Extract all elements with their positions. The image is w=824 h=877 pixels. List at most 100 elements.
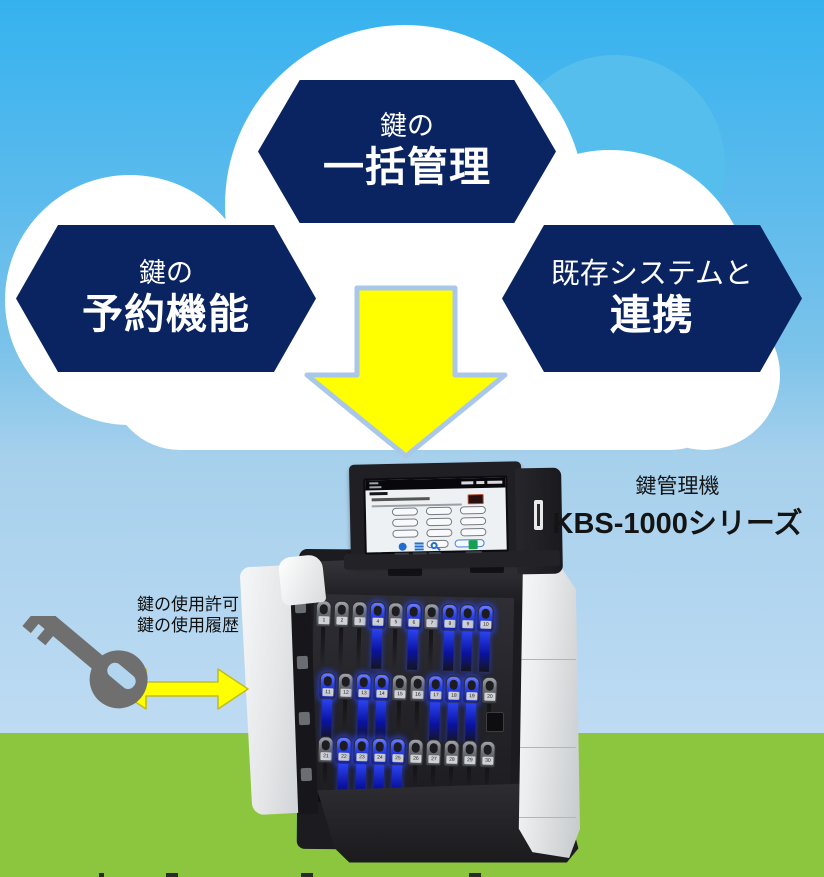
key-fob: 20 bbox=[481, 676, 498, 704]
key-slot-track bbox=[320, 627, 326, 668]
key-slot-track bbox=[479, 631, 491, 672]
key-slot-track bbox=[392, 629, 398, 670]
panel-lock bbox=[486, 712, 504, 732]
key-slot-track bbox=[465, 703, 477, 744]
key-slot: 9 bbox=[458, 604, 478, 674]
key-fob: 13 bbox=[355, 673, 372, 701]
key-slot-track bbox=[356, 628, 362, 669]
device-label-small: 鍵管理機 bbox=[635, 475, 720, 498]
key-slot: 13 bbox=[354, 673, 374, 743]
key-fob: 17 bbox=[427, 675, 444, 703]
keypad-key bbox=[425, 506, 452, 516]
time-display bbox=[487, 480, 503, 484]
key-slot-number: 5 bbox=[390, 618, 402, 627]
keypad-key bbox=[460, 516, 487, 526]
key-slot: 5 bbox=[386, 602, 406, 672]
key-fob: 27 bbox=[425, 739, 442, 767]
key-fob: 5 bbox=[387, 602, 404, 630]
key-slot: 6 bbox=[404, 602, 424, 673]
key-slot: 3 bbox=[350, 601, 370, 671]
key-fob: 3 bbox=[351, 601, 368, 629]
key-fob: 15 bbox=[391, 674, 408, 702]
screen-status-bar bbox=[365, 477, 506, 491]
key-slot-track bbox=[429, 702, 441, 743]
key-slot: 11 bbox=[318, 672, 338, 742]
keypad-key bbox=[392, 529, 419, 538]
key-fob: 30 bbox=[479, 740, 496, 768]
key-usage-line1: 鍵の使用許可 bbox=[137, 595, 239, 614]
key-fob: 14 bbox=[373, 673, 390, 701]
prompt-text bbox=[371, 497, 430, 502]
card-slot-opening bbox=[537, 504, 540, 526]
device-label: 鍵管理機 KBS-1000シリーズ bbox=[535, 470, 820, 542]
key-usage-line2: 鍵の使用履歴 bbox=[137, 616, 239, 635]
key-slot: 7 bbox=[422, 603, 442, 673]
icon-label bbox=[465, 551, 482, 554]
list-icon bbox=[414, 542, 424, 551]
key-slot-number: 20 bbox=[484, 692, 496, 701]
key-slot-number: 4 bbox=[372, 617, 384, 626]
icon-label bbox=[428, 551, 441, 555]
hood-latch bbox=[388, 568, 422, 576]
banner-system-integration: 既存システムと 連携 bbox=[502, 225, 802, 372]
key-slot-track bbox=[375, 700, 387, 741]
key-slot-track bbox=[357, 700, 369, 741]
key-slot-number: 28 bbox=[446, 755, 458, 764]
panel-seam bbox=[518, 659, 576, 661]
key-fob: 21 bbox=[317, 736, 334, 764]
date-display bbox=[461, 481, 474, 485]
keypad-key bbox=[459, 505, 486, 515]
cropped-caption-fragment bbox=[166, 873, 178, 877]
banner-reservation: 鍵の 予約機能 bbox=[16, 225, 316, 372]
device-model-name: KBS-1000シリーズ bbox=[552, 508, 803, 540]
status-text bbox=[369, 486, 382, 489]
key-slot-number: 25 bbox=[392, 754, 404, 763]
banner-batch-management: 鍵の 一括管理 bbox=[258, 80, 556, 223]
key-fob: 11 bbox=[319, 672, 336, 700]
key-slot: 18 bbox=[444, 675, 464, 746]
icon-label bbox=[412, 552, 427, 555]
key-slot-track bbox=[371, 628, 383, 669]
key-fob: 1 bbox=[315, 600, 332, 628]
key-slot-track bbox=[338, 627, 344, 668]
key-fob: 16 bbox=[409, 674, 426, 702]
key-slot-track bbox=[396, 701, 402, 742]
key-fob: 24 bbox=[371, 737, 388, 765]
panel-seam bbox=[518, 747, 576, 749]
key-slot-number: 23 bbox=[356, 753, 368, 762]
key-icon bbox=[22, 616, 148, 709]
key-slot-number: 1 bbox=[318, 616, 330, 625]
banner-line1: 既存システムと bbox=[550, 258, 754, 291]
key-slot: 17 bbox=[426, 675, 446, 745]
key-slot-number: 17 bbox=[430, 691, 442, 700]
key-fob: 19 bbox=[463, 676, 480, 704]
panel-seam bbox=[518, 817, 576, 819]
status-text bbox=[369, 482, 379, 485]
banner-line2: 連携 bbox=[610, 292, 694, 339]
screen-tab bbox=[369, 492, 388, 496]
key-slot-track bbox=[447, 702, 459, 743]
touchscreen bbox=[363, 475, 509, 555]
key-slot-number: 6 bbox=[408, 618, 420, 627]
settings-icon bbox=[398, 542, 407, 551]
key-slot-number: 19 bbox=[466, 692, 478, 701]
key-fob: 22 bbox=[335, 736, 352, 764]
keypad-key bbox=[426, 528, 453, 538]
clear-button bbox=[467, 493, 484, 505]
banner-line2: 一括管理 bbox=[323, 144, 491, 191]
key-slot: 16 bbox=[408, 674, 428, 745]
key-fob: 29 bbox=[461, 740, 478, 768]
key-slot-track bbox=[414, 701, 420, 742]
key-fob: 2 bbox=[333, 600, 350, 628]
date-display bbox=[476, 480, 485, 485]
key-slot-number: 24 bbox=[374, 753, 386, 762]
hood-latch bbox=[470, 565, 504, 573]
exit-icon bbox=[468, 540, 478, 550]
key-slot-number: 16 bbox=[412, 690, 424, 699]
key-slot-number: 13 bbox=[358, 689, 370, 698]
key-slot-number: 21 bbox=[320, 752, 332, 761]
key-slot-track bbox=[443, 630, 455, 671]
icon-label bbox=[394, 552, 409, 555]
cropped-caption-fragment bbox=[99, 873, 104, 877]
